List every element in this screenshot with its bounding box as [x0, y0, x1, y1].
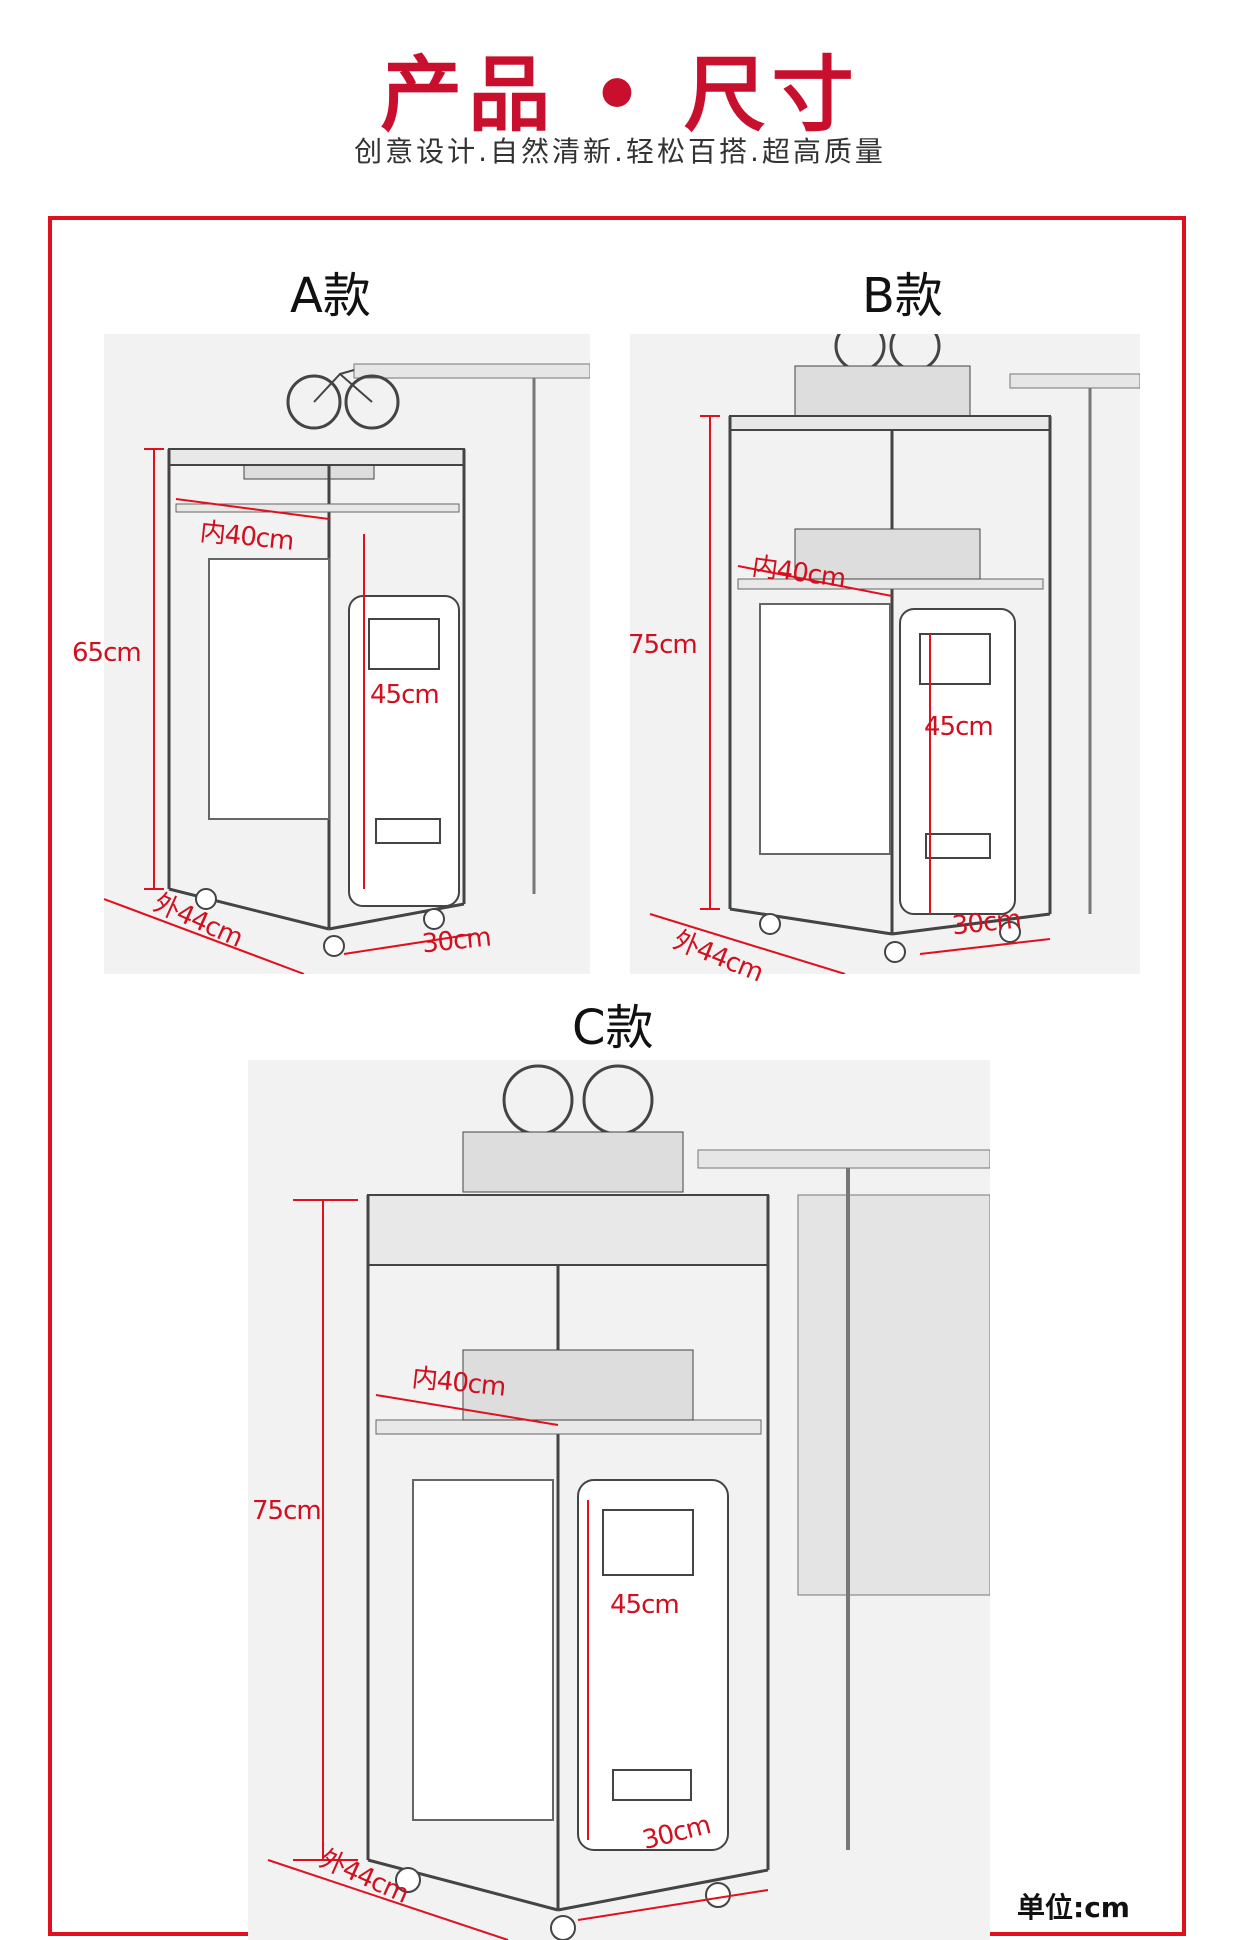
model-b-illustration — [630, 334, 1140, 974]
model-a-height-dimension: 65cm — [72, 638, 142, 668]
page-title: 产品 • 尺寸 — [380, 48, 860, 143]
dimension-frame: A款 — [48, 216, 1186, 1940]
model-c-illustration — [248, 1060, 990, 1940]
model-c-label: C款 — [572, 1000, 654, 1056]
model-b-label: B款 — [862, 268, 943, 324]
model-b-host-height-dimension: 45cm — [924, 712, 994, 742]
page-subtitle: 创意设计.自然清新.轻松百搭.超高质量 — [354, 135, 886, 168]
model-a-host-height-dimension: 45cm — [370, 680, 440, 710]
model-c-host-height-dimension: 45cm — [610, 1590, 680, 1620]
model-a-illustration — [104, 334, 590, 974]
model-b-height-dimension: 75cm — [628, 630, 698, 660]
model-a-label: A款 — [290, 268, 371, 324]
model-c-height-dimension: 75cm — [252, 1496, 322, 1526]
unit-label: 单位:cm — [1017, 1891, 1130, 1924]
